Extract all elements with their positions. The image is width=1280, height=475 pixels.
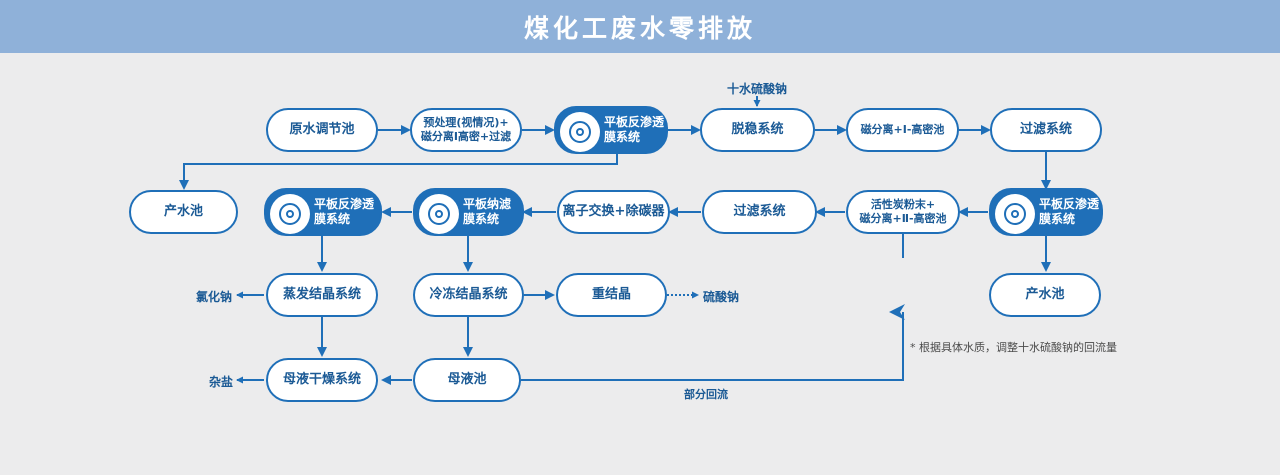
product-water-pool-node-2: 产水池 [989, 273, 1101, 317]
membrane-disc-icon [560, 112, 600, 152]
mother-liquor-pool-node: 母液池 [413, 358, 521, 402]
sodium-sulfate-label: 硫酸钠 [703, 290, 740, 304]
filter-system-node-1: 过滤系统 [990, 108, 1102, 152]
magnetic-separation-label-1: 磁分离+Ⅰ-高密池 [860, 123, 945, 136]
membrane-disc-icon [419, 194, 459, 234]
magnetic-separation-node-1: 磁分离+Ⅰ-高密池 [846, 108, 959, 152]
freeze-crystallization-node: 冷冻结晶系统 [413, 273, 524, 317]
filter-system-label-2: 过滤系统 [733, 204, 786, 219]
membrane-disc-icon [270, 194, 310, 234]
ro-membrane-node-1: 平板反渗透 膜系统 [554, 106, 668, 154]
ion-exchange-node: 离子交换+除碳器 [557, 190, 670, 234]
footnote: * 根据具体水质，调整十水硫酸钠的回流量 [910, 341, 1117, 354]
desilication-node: 脱稳系统 [700, 108, 815, 152]
membrane-disc-icon [995, 194, 1035, 234]
ro-membrane-label-1: 平板反渗透 膜系统 [604, 115, 665, 144]
recrystallization-node: 重结晶 [556, 273, 667, 317]
raw-water-pool-label: 原水调节池 [289, 122, 355, 137]
freeze-crystallization-label: 冷冻结晶系统 [429, 287, 508, 302]
filter-system-label-1: 过滤系统 [1019, 122, 1072, 137]
ion-exchange-label: 离子交换+除碳器 [562, 204, 665, 219]
sodium-chloride-label: 氯化钠 [196, 290, 233, 304]
mother-liquor-dryer-label: 母液干燥系统 [282, 372, 361, 387]
evaporative-crystallization-label: 蒸发结晶系统 [282, 287, 361, 302]
product-water-pool-label-1: 产水池 [163, 204, 203, 219]
activated-carbon-node: 活性炭粉末+ 磁分离+Ⅱ-高密池 [846, 190, 960, 234]
partial-return-label: 部分回流 [684, 388, 728, 401]
pretreatment-node: 预处理(视情况)+ 磁分离Ⅰ高密+过滤 [410, 108, 522, 152]
arrow-ro1-to-product1 [179, 152, 618, 190]
desilication-label: 脱稳系统 [731, 122, 784, 137]
product-water-pool-label-2: 产水池 [1025, 287, 1065, 302]
nanofiltration-node: 平板纳滤 膜系统 [413, 188, 524, 236]
mother-liquor-dryer-node: 母液干燥系统 [266, 358, 378, 402]
ro-membrane-node-3: 平板反渗透 膜系统 [989, 188, 1103, 236]
title-bar: 煤化工废水零排放 [0, 0, 1280, 53]
arrow-partial-return [521, 304, 905, 381]
product-water-pool-node-1: 产水池 [129, 190, 238, 234]
evaporative-crystallization-node: 蒸发结晶系统 [266, 273, 378, 317]
pretreatment-label: 预处理(视情况)+ 磁分离Ⅰ高密+过滤 [420, 116, 512, 143]
ro-membrane-label-3: 平板反渗透 膜系统 [1039, 197, 1100, 226]
mixed-salt-label: 杂盐 [209, 375, 234, 389]
raw-water-pool-node: 原水调节池 [266, 108, 378, 152]
ro-membrane-node-2: 平板反渗透 膜系统 [264, 188, 382, 236]
recrystallization-label: 重结晶 [591, 287, 631, 302]
ro-membrane-label-2: 平板反渗透 膜系统 [314, 197, 375, 226]
nanofiltration-label: 平板纳滤 膜系统 [463, 197, 512, 226]
page-title: 煤化工废水零排放 [523, 14, 756, 43]
activated-carbon-label: 活性炭粉末+ 磁分离+Ⅱ-高密池 [859, 198, 947, 225]
mother-liquor-pool-label: 母液池 [447, 372, 487, 387]
sodium-sulfate-decahydrate-label: 十水硫酸钠 [727, 82, 788, 96]
filter-system-node-2: 过滤系统 [702, 190, 817, 234]
